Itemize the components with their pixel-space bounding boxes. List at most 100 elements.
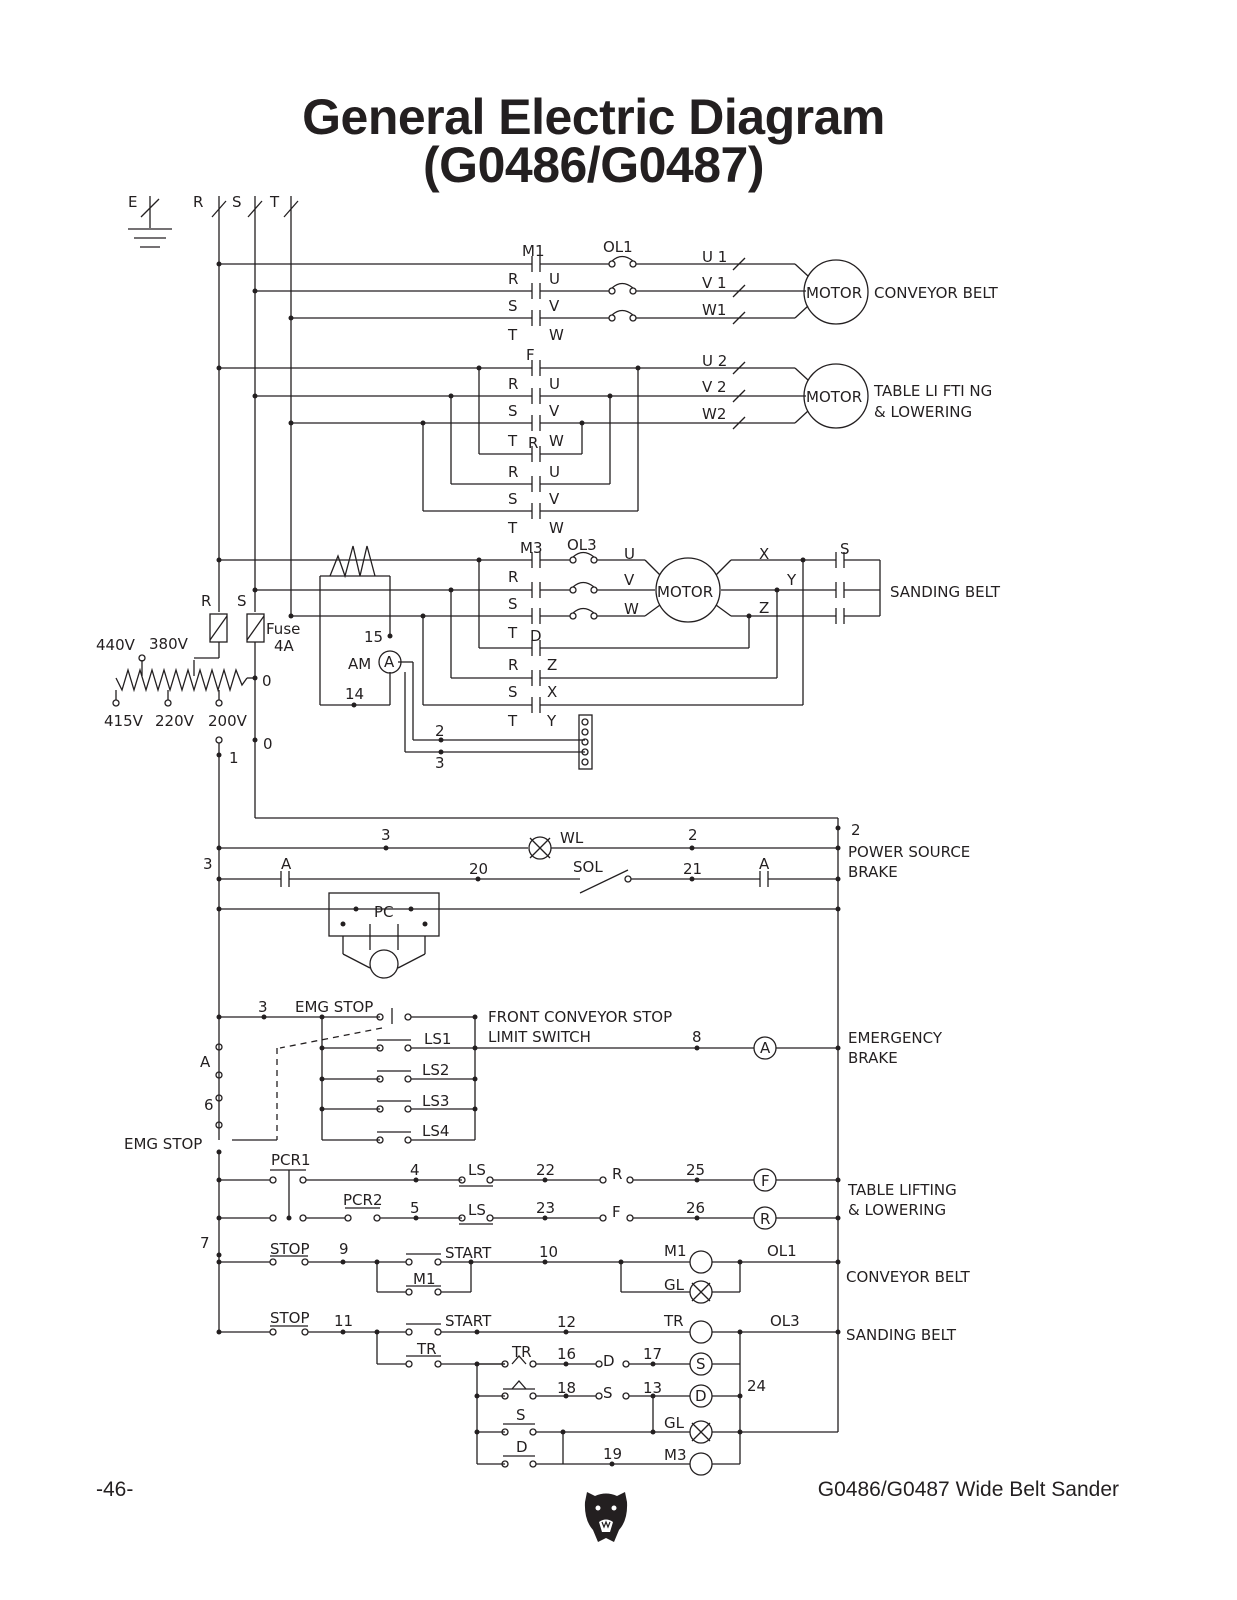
ammeter-a: A xyxy=(384,653,395,671)
label-ol1: OL1 xyxy=(767,1242,797,1260)
label-pc: PC xyxy=(374,903,394,921)
label-pcr2: PCR2 xyxy=(343,1191,383,1209)
label-380v: 380V xyxy=(149,635,189,653)
label-lowering: & LOWERING xyxy=(848,1201,946,1219)
label-3: 3 xyxy=(258,998,268,1016)
diagram-model-subtitle: (G0486/G0487) xyxy=(423,137,764,193)
label-t: T xyxy=(507,712,518,730)
label-sanding-belt: SANDING BELT xyxy=(846,1326,957,1344)
label-ol3: OL3 xyxy=(567,536,597,554)
label-220v: 220V xyxy=(155,712,195,730)
label-m3-coil: M3 xyxy=(664,1446,687,1464)
label-22: 22 xyxy=(536,1161,555,1179)
label-brake-emergency: BRAKE xyxy=(848,1049,898,1067)
label-14: 14 xyxy=(345,685,364,703)
label-11: 11 xyxy=(334,1312,353,1330)
label-table-lifting-motor: TABLE LI FTI NG xyxy=(873,382,992,400)
label-0: 0 xyxy=(263,735,273,753)
label-4a: 4A xyxy=(274,637,295,655)
label-r: R xyxy=(508,375,518,393)
label-r: R xyxy=(508,270,518,288)
label-20: 20 xyxy=(469,860,488,878)
label-conveyor-belt-motor: CONVEYOR BELT xyxy=(874,284,999,302)
label-u: U xyxy=(549,375,560,393)
label-wl: WL xyxy=(560,829,584,847)
label-emg-stop: EMG STOP xyxy=(295,998,373,1016)
label-ls1: LS1 xyxy=(424,1030,451,1048)
label-start: START xyxy=(445,1244,492,1262)
label-m3-contactor: M3 xyxy=(520,539,543,557)
label-200v: 200V xyxy=(208,712,248,730)
label-ls4: LS4 xyxy=(422,1122,449,1140)
supply-inputs xyxy=(128,196,299,616)
label-15: 15 xyxy=(364,628,383,646)
label-lowering-motor: & LOWERING xyxy=(874,403,972,421)
label-gl: GL xyxy=(664,1414,685,1432)
label-t: T xyxy=(507,326,518,344)
label-front-conveyor-stop: FRONT CONVEYOR STOP xyxy=(488,1008,672,1026)
label-motor: MOTOR xyxy=(806,284,862,302)
label-z: Z xyxy=(759,599,769,617)
brake-relay-a: A xyxy=(760,1039,771,1057)
label-start: START xyxy=(445,1312,492,1330)
label-sanding-belt-motor: SANDING BELT xyxy=(890,583,1001,601)
label-s-interlock: S xyxy=(516,1406,526,1424)
label-u1: U 1 xyxy=(702,248,727,266)
label-table-lifting: TABLE LIFTING xyxy=(847,1181,957,1199)
label-gl: GL xyxy=(664,1276,685,1294)
label-fuse: Fuse xyxy=(266,620,300,638)
label-ls: LS xyxy=(468,1201,486,1219)
label-r-contactor: R xyxy=(528,434,538,452)
sanding-motor-branch xyxy=(219,545,881,770)
label-9: 9 xyxy=(339,1240,349,1258)
label-3: 3 xyxy=(435,754,445,772)
footer-product-name: G0486/G0487 Wide Belt Sander xyxy=(817,1478,1119,1501)
label-stop: STOP xyxy=(270,1309,310,1327)
diagram-title: General Electric Diagram xyxy=(302,89,885,145)
label-25: 25 xyxy=(686,1161,705,1179)
label-13: 13 xyxy=(643,1379,662,1397)
label-3: 3 xyxy=(203,855,213,873)
label-26: 26 xyxy=(686,1199,705,1217)
label-v: V xyxy=(549,402,560,420)
label-u2: U 2 xyxy=(702,352,727,370)
label-m1-contactor: M1 xyxy=(522,242,545,260)
label-d: D xyxy=(603,1352,615,1370)
label-415v: 415V xyxy=(104,712,144,730)
label-6: 6 xyxy=(204,1096,214,1114)
label-a: A xyxy=(281,855,292,873)
coil-f: F xyxy=(761,1172,770,1190)
label-sol: SOL xyxy=(573,858,603,876)
coil-d: D xyxy=(695,1387,707,1405)
label-w2: W2 xyxy=(702,405,726,423)
label-tr-coil: TR xyxy=(663,1312,684,1330)
label-1: 1 xyxy=(229,749,239,767)
label-pcr1: PCR1 xyxy=(271,1151,311,1169)
label-s-contactor: S xyxy=(840,540,850,558)
label-2: 2 xyxy=(851,821,861,839)
label-ls2: LS2 xyxy=(422,1061,449,1079)
label-24: 24 xyxy=(747,1377,766,1395)
label-s: S xyxy=(508,297,518,315)
label-r: R xyxy=(508,568,518,586)
label-0: 0 xyxy=(262,672,272,690)
label-r: R xyxy=(201,592,211,610)
label-t: T xyxy=(269,193,280,211)
label-w: W xyxy=(549,326,564,344)
label-y: Y xyxy=(786,571,797,589)
label-ls3: LS3 xyxy=(422,1092,449,1110)
label-t: T xyxy=(507,432,518,450)
label-r: R xyxy=(508,656,518,674)
label-emergency: EMERGENCY xyxy=(848,1029,943,1047)
page-number: -46- xyxy=(96,1478,134,1501)
label-t: T xyxy=(507,519,518,537)
label-a: A xyxy=(200,1053,211,1071)
label-am: AM xyxy=(348,655,371,673)
junction-dots xyxy=(216,261,841,1467)
label-r: R xyxy=(508,463,518,481)
label-u: U xyxy=(624,545,635,563)
label-t: T xyxy=(507,624,518,642)
label-s: S xyxy=(603,1384,613,1402)
label-s: S xyxy=(508,595,518,613)
label-2: 2 xyxy=(688,826,698,844)
